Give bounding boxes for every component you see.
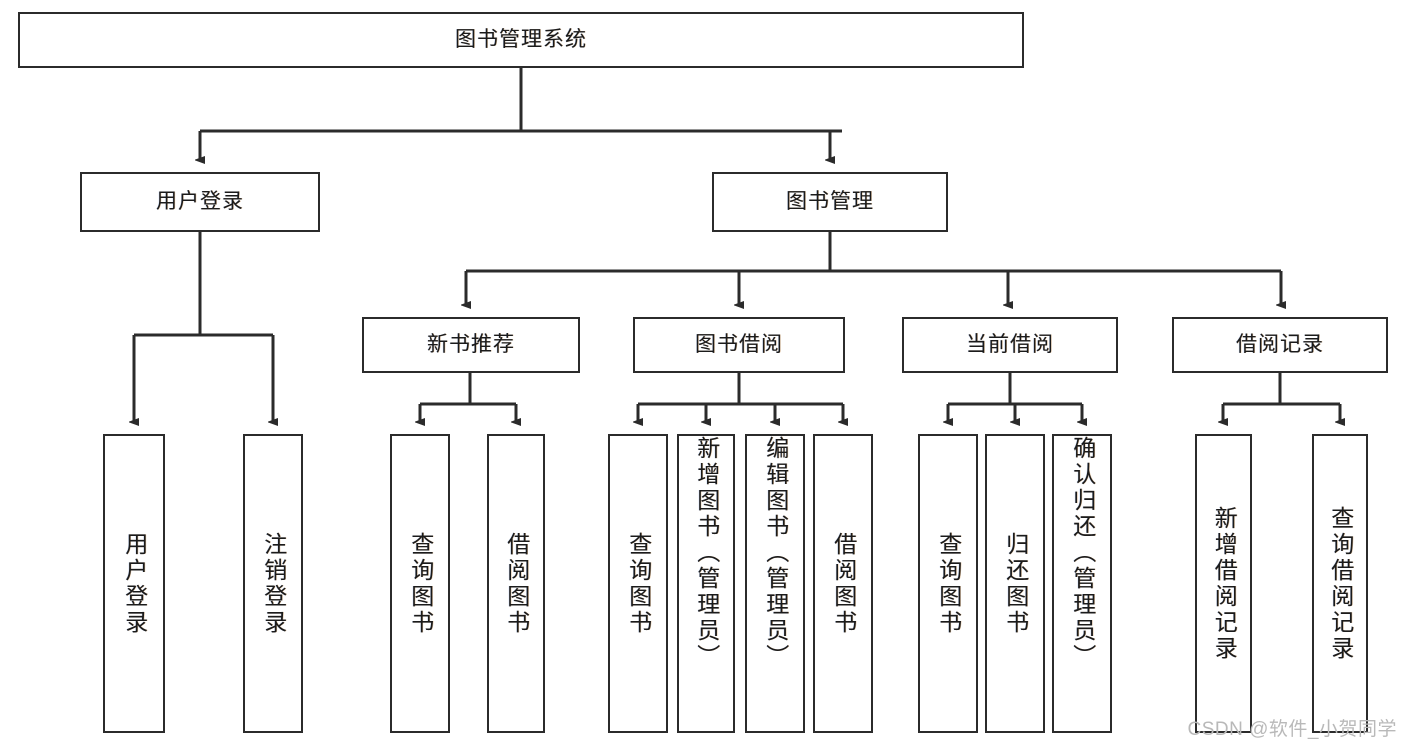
node-leaf-add-record-label: 新增借阅记录 bbox=[1211, 505, 1238, 662]
node-borrow-record-label: 借阅记录 bbox=[1236, 332, 1324, 356]
node-current-borrow-label: 当前借阅 bbox=[966, 332, 1054, 356]
node-leaf-return-book-label: 归还图书 bbox=[1002, 531, 1029, 636]
node-leaf-query-book-1[interactable]: 查询图书 bbox=[390, 434, 450, 733]
node-borrow-record[interactable]: 借阅记录 bbox=[1172, 317, 1388, 373]
node-root[interactable]: 图书管理系统 bbox=[18, 12, 1024, 68]
edge-bookmanage-to-level3 bbox=[466, 232, 1281, 305]
node-leaf-confirm-return-label: 确认归还（管理员） bbox=[1069, 436, 1096, 670]
node-leaf-logout-label: 注销登录 bbox=[260, 531, 287, 636]
node-leaf-query-book-2[interactable]: 查询图书 bbox=[608, 434, 668, 733]
node-leaf-confirm-return[interactable]: 确认归还（管理员） bbox=[1052, 434, 1112, 733]
node-leaf-add-book[interactable]: 新增图书（管理员） bbox=[677, 434, 735, 733]
node-current-borrow[interactable]: 当前借阅 bbox=[902, 317, 1118, 373]
node-book-manage-label: 图书管理 bbox=[786, 189, 874, 213]
node-leaf-edit-book[interactable]: 编辑图书（管理员） bbox=[745, 434, 805, 733]
node-user-login[interactable]: 用户登录 bbox=[80, 172, 320, 232]
edge-newbook-to-leaves bbox=[420, 373, 516, 422]
node-leaf-query-book-3-label: 查询图书 bbox=[935, 531, 962, 636]
node-book-manage[interactable]: 图书管理 bbox=[712, 172, 948, 232]
node-new-book-rec[interactable]: 新书推荐 bbox=[362, 317, 580, 373]
node-leaf-return-book[interactable]: 归还图书 bbox=[985, 434, 1045, 733]
node-leaf-user-login[interactable]: 用户登录 bbox=[103, 434, 165, 733]
node-leaf-edit-book-label: 编辑图书（管理员） bbox=[762, 436, 789, 670]
node-book-borrow-label: 图书借阅 bbox=[695, 332, 783, 356]
edge-bookborrow-to-leaves bbox=[638, 373, 843, 422]
edge-currentborrow-to-leaves bbox=[948, 373, 1082, 422]
node-leaf-borrow-book-2[interactable]: 借阅图书 bbox=[813, 434, 873, 733]
node-book-borrow[interactable]: 图书借阅 bbox=[633, 317, 845, 373]
node-leaf-borrow-book-1-label: 借阅图书 bbox=[503, 531, 530, 636]
node-leaf-borrow-book-2-label: 借阅图书 bbox=[830, 531, 857, 636]
node-leaf-query-book-1-label: 查询图书 bbox=[407, 531, 434, 636]
node-root-label: 图书管理系统 bbox=[455, 27, 587, 51]
node-leaf-add-record[interactable]: 新增借阅记录 bbox=[1195, 434, 1252, 733]
node-leaf-logout[interactable]: 注销登录 bbox=[243, 434, 303, 733]
node-leaf-add-book-label: 新增图书（管理员） bbox=[693, 436, 720, 670]
node-leaf-query-book-2-label: 查询图书 bbox=[625, 531, 652, 636]
edge-userlogin-to-leaves bbox=[134, 232, 273, 422]
node-leaf-query-record-label: 查询借阅记录 bbox=[1327, 505, 1354, 662]
node-user-login-label: 用户登录 bbox=[156, 189, 244, 213]
node-leaf-borrow-book-1[interactable]: 借阅图书 bbox=[487, 434, 545, 733]
node-leaf-query-record[interactable]: 查询借阅记录 bbox=[1312, 434, 1368, 733]
node-leaf-user-login-label: 用户登录 bbox=[121, 531, 148, 636]
node-leaf-query-book-3[interactable]: 查询图书 bbox=[918, 434, 978, 733]
edge-borrowrecord-to-leaves bbox=[1223, 373, 1340, 422]
watermark: CSDN @软件_小贺同学 bbox=[1187, 719, 1397, 740]
node-new-book-rec-label: 新书推荐 bbox=[427, 332, 515, 356]
edge-root-to-level2 bbox=[200, 68, 842, 160]
